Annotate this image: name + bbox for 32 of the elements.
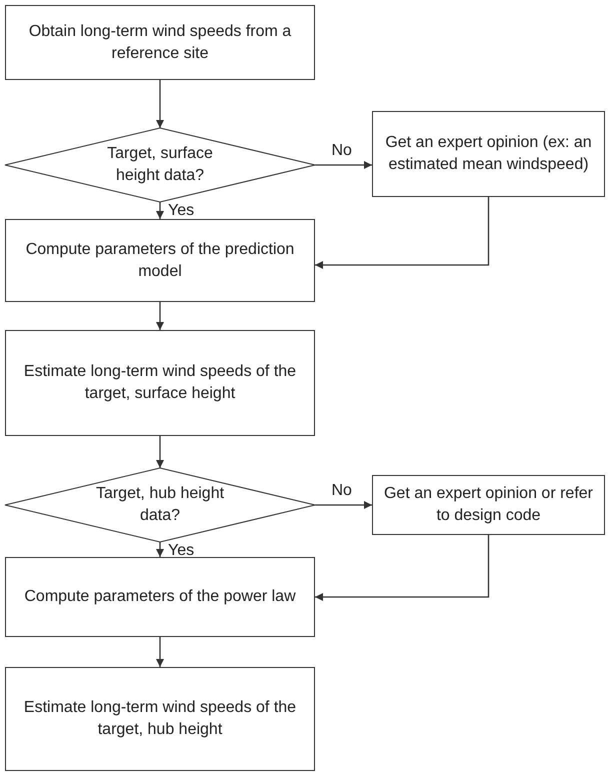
process-box (372, 475, 605, 535)
edge-label: Yes (167, 543, 196, 559)
edge-label: No (330, 483, 353, 499)
process-box (5, 330, 315, 436)
arrow (156, 637, 164, 667)
arrow (156, 436, 164, 468)
edge-label: Yes (167, 203, 196, 219)
step-text: Get an expert opinion (ex: an estimated mean windspeed) (384, 133, 593, 175)
step-text: Compute parameters of the prediction model (24, 240, 296, 282)
arrow (156, 202, 164, 219)
arrow (315, 197, 490, 269)
arrow (315, 535, 490, 601)
step-text: Estimate long-term wind speeds of the target, hub height (22, 698, 298, 740)
decision-diamond (5, 128, 315, 202)
process-box (5, 557, 315, 637)
arrow (156, 542, 164, 557)
decision-text: Target, surface height data? (106, 144, 214, 186)
step-text: Obtain long-term wind speeds from a reference site (28, 22, 292, 64)
decision-diamond (5, 468, 315, 542)
arrow (315, 501, 372, 509)
process-box (5, 5, 315, 80)
step-text: Estimate long-term wind speeds of the target, surface height (22, 362, 298, 404)
process-box (372, 111, 605, 197)
arrow (156, 302, 164, 330)
arrow (156, 80, 164, 128)
decision-text: Target, hub height data? (94, 484, 226, 526)
step-text: Get an expert opinion or refer to design code (382, 484, 594, 526)
process-box (5, 667, 315, 771)
process-box (5, 219, 315, 302)
edge-label: No (330, 143, 353, 159)
step-text: Compute parameters of the power law (23, 587, 297, 608)
arrow (315, 161, 372, 169)
